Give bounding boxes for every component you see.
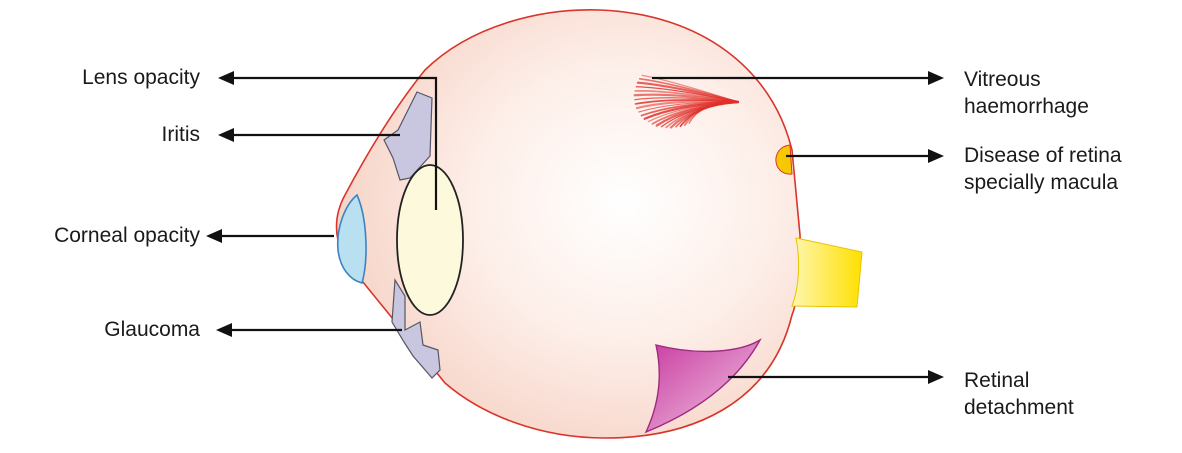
retinal-detachment-area: [644, 338, 762, 434]
arrowhead-macula: [928, 149, 944, 163]
label-disease-of-retina: Disease of retina specially macula: [964, 142, 1122, 196]
macula: [775, 144, 793, 175]
optic-nerve: [791, 237, 863, 308]
label-detachment-line1: Retinal: [964, 369, 1030, 392]
label-vitreous-haemorrhage: Vitreous haemorrhage: [964, 66, 1089, 120]
lens: [396, 164, 464, 316]
leader-lines: [218, 76, 930, 379]
cornea: [336, 193, 367, 284]
label-lens-opacity: Lens opacity: [82, 66, 200, 89]
haemorrhage-streaks: [633, 74, 740, 129]
haemorrhage-streak: [688, 101, 739, 124]
arrowhead-vitreous: [928, 71, 944, 85]
label-vitreous-line2: haemorrhage: [964, 95, 1089, 118]
arrowheads: [206, 71, 944, 384]
arrowhead-detachment: [928, 370, 944, 384]
label-retina-line1: Disease of retina: [964, 144, 1122, 167]
label-detachment-line2: detachment: [964, 396, 1074, 419]
lens-opacity-line: [230, 76, 438, 210]
iris-lower: [391, 278, 441, 379]
arrowhead-glaucoma: [216, 323, 232, 337]
label-corneal-opacity: Corneal opacity: [54, 224, 200, 247]
arrowhead-iritis: [218, 128, 234, 142]
iris-upper: [383, 91, 433, 181]
label-iritis: Iritis: [161, 123, 201, 146]
label-vitreous-line1: Vitreous: [964, 68, 1041, 91]
arrowhead-lens-opacity: [218, 71, 234, 85]
label-glaucoma: Glaucoma: [104, 318, 200, 341]
label-retinal-detachment: Retinal detachment: [964, 367, 1074, 421]
label-retina-line2: specially macula: [964, 171, 1119, 194]
arrowhead-corneal-opacity: [206, 229, 222, 243]
